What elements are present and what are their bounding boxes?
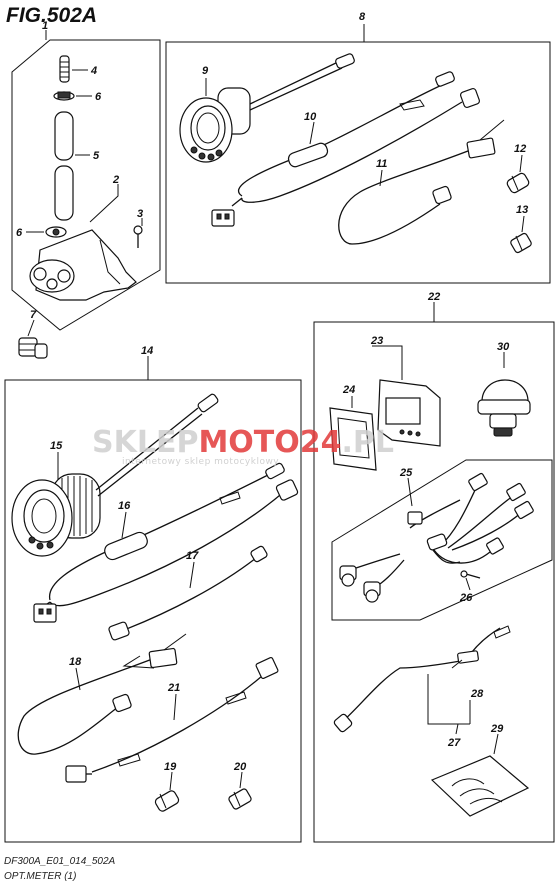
callout-2: 2 bbox=[112, 174, 119, 186]
watermark: SKLEPMOTO24.PL internetowy sklep motocyk… bbox=[92, 425, 394, 467]
callout-5: 5 bbox=[93, 150, 100, 162]
clamp-6-lower bbox=[45, 226, 67, 238]
watermark-brand-part3: 24 bbox=[300, 425, 342, 460]
callout-30: 30 bbox=[497, 341, 510, 353]
callout-26: 26 bbox=[459, 592, 473, 604]
sensor-harness-18 bbox=[17, 633, 187, 755]
buzzer-30 bbox=[477, 379, 531, 437]
callout-16: 16 bbox=[118, 500, 131, 512]
watermark-brand-part4: .PL bbox=[342, 425, 395, 460]
callout-10: 10 bbox=[304, 111, 317, 123]
group-1-frame bbox=[11, 39, 161, 331]
group-8-frame bbox=[165, 41, 551, 284]
callout-11: 11 bbox=[376, 158, 387, 170]
tie-bag-29 bbox=[430, 755, 530, 817]
connector-12 bbox=[506, 172, 530, 194]
harness-21 bbox=[65, 657, 279, 783]
callout-19: 19 bbox=[164, 761, 177, 773]
callout-28: 28 bbox=[470, 688, 484, 700]
callout-21: 21 bbox=[167, 682, 180, 694]
callout-15: 15 bbox=[50, 440, 63, 452]
callout-29: 29 bbox=[490, 723, 504, 735]
gauge-15 bbox=[11, 393, 219, 557]
callout-22: 22 bbox=[427, 291, 440, 303]
callout-17: 17 bbox=[186, 550, 199, 562]
callout-13: 13 bbox=[516, 204, 528, 216]
cable-17 bbox=[108, 545, 268, 641]
fuse-28 bbox=[451, 650, 479, 669]
callout-24: 24 bbox=[342, 384, 355, 396]
pitot-tube-4 bbox=[59, 55, 70, 83]
group-14-tachometer-kit: 14 15 bbox=[4, 345, 302, 843]
gauge-9 bbox=[179, 53, 355, 163]
callout-12: 12 bbox=[514, 143, 526, 155]
group-1-gauge-bracket: 1 4 6 5 6 bbox=[11, 20, 161, 331]
harness-25-frame bbox=[331, 459, 553, 621]
connector-20 bbox=[228, 788, 252, 810]
connector-13 bbox=[510, 232, 532, 254]
callout-14: 14 bbox=[141, 345, 153, 357]
connector-19 bbox=[154, 790, 180, 812]
callout-6-upper: 6 bbox=[95, 91, 102, 103]
gasket-24 bbox=[329, 407, 377, 471]
harness-25 bbox=[331, 459, 553, 621]
hose-5 bbox=[54, 111, 74, 221]
callout-9: 9 bbox=[202, 65, 209, 77]
group-8-speedometer-kit: 8 9 10 bbox=[165, 11, 551, 284]
watermark-brand-part2: MOTO bbox=[198, 425, 299, 460]
callout-23: 23 bbox=[370, 335, 383, 347]
watermark-brand-part1: SKLEP bbox=[92, 425, 198, 460]
group-14-frame bbox=[4, 379, 302, 843]
callout-1: 1 bbox=[42, 20, 48, 32]
clamp-6-upper bbox=[53, 91, 75, 101]
callout-6-lower: 6 bbox=[16, 227, 23, 239]
screw-3 bbox=[133, 225, 143, 248]
bracket-2 bbox=[29, 229, 137, 301]
display-23 bbox=[377, 379, 441, 447]
callout-25: 25 bbox=[399, 467, 413, 479]
harness-10 bbox=[211, 71, 481, 227]
footer-description: OPT.METER (1) bbox=[4, 871, 76, 882]
harness-27 bbox=[333, 625, 511, 733]
callout-4: 4 bbox=[90, 65, 97, 77]
harness-16 bbox=[33, 462, 299, 623]
fitting-7 bbox=[18, 337, 48, 359]
callout-18: 18 bbox=[69, 656, 82, 668]
screw-26 bbox=[460, 570, 481, 579]
callout-8: 8 bbox=[359, 11, 366, 23]
footer-code: DF300A_E01_014_502A bbox=[4, 856, 116, 867]
callout-7: 7 bbox=[30, 309, 37, 321]
figure-title: FIG.502A bbox=[6, 4, 97, 27]
callout-3: 3 bbox=[137, 208, 143, 220]
svg-text:SKLEPMOTO24.PL: SKLEPMOTO24.PL bbox=[92, 425, 394, 460]
group-22-display-kit: 22 23 24 30 bbox=[313, 291, 555, 843]
callout-20: 20 bbox=[233, 761, 247, 773]
watermark-tagline: internetowy sklep motocyklowy bbox=[122, 457, 279, 467]
callout-27: 27 bbox=[447, 737, 461, 749]
sensor-harness-11 bbox=[338, 119, 505, 245]
